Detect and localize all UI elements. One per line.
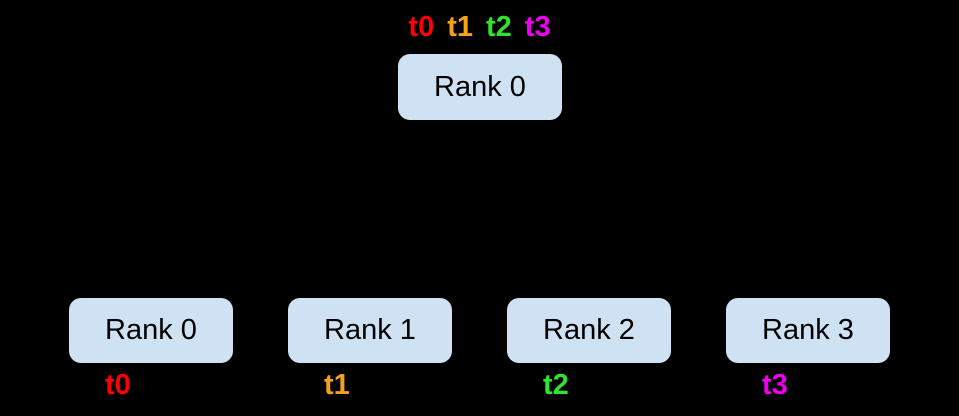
thread-label-t2: t2 bbox=[486, 11, 512, 43]
rank1-thread-label: t1 bbox=[324, 369, 350, 401]
rank0-thread-label: t0 bbox=[105, 369, 131, 401]
rank2-thread-label: t2 bbox=[543, 369, 569, 401]
thread-label-t0: t0 bbox=[408, 11, 435, 43]
rank0-node-box: Rank 0 bbox=[69, 298, 233, 363]
root-rank-label: Rank 0 bbox=[434, 70, 526, 103]
leaf-node-rank0: Rank 0 t0 bbox=[69, 298, 233, 400]
rank3-label: Rank 3 bbox=[762, 314, 854, 346]
leaf-node-rank1: Rank 1 t1 bbox=[288, 298, 452, 400]
rank3-thread-label: t3 bbox=[762, 369, 788, 401]
root-thread-labels: t0 t1 t2 t3 bbox=[0, 13, 959, 42]
rank2-label: Rank 2 bbox=[543, 314, 635, 346]
leaf-node-rank3: Rank 3 t3 bbox=[726, 298, 890, 400]
rank2-node-box: Rank 2 bbox=[507, 298, 671, 363]
leaf-rank-row: Rank 0 t0 Rank 1 t1 Rank 2 t2 Rank 3 t3 bbox=[69, 298, 890, 400]
root-rank-node: Rank 0 bbox=[398, 54, 562, 120]
leaf-node-rank2: Rank 2 t2 bbox=[507, 298, 671, 400]
rank1-label: Rank 1 bbox=[324, 314, 416, 346]
thread-label-t3: t3 bbox=[524, 11, 551, 43]
thread-label-t1: t1 bbox=[447, 11, 473, 43]
rank3-node-box: Rank 3 bbox=[726, 298, 890, 363]
rank1-node-box: Rank 1 bbox=[288, 298, 452, 363]
rank0-label: Rank 0 bbox=[105, 314, 197, 346]
